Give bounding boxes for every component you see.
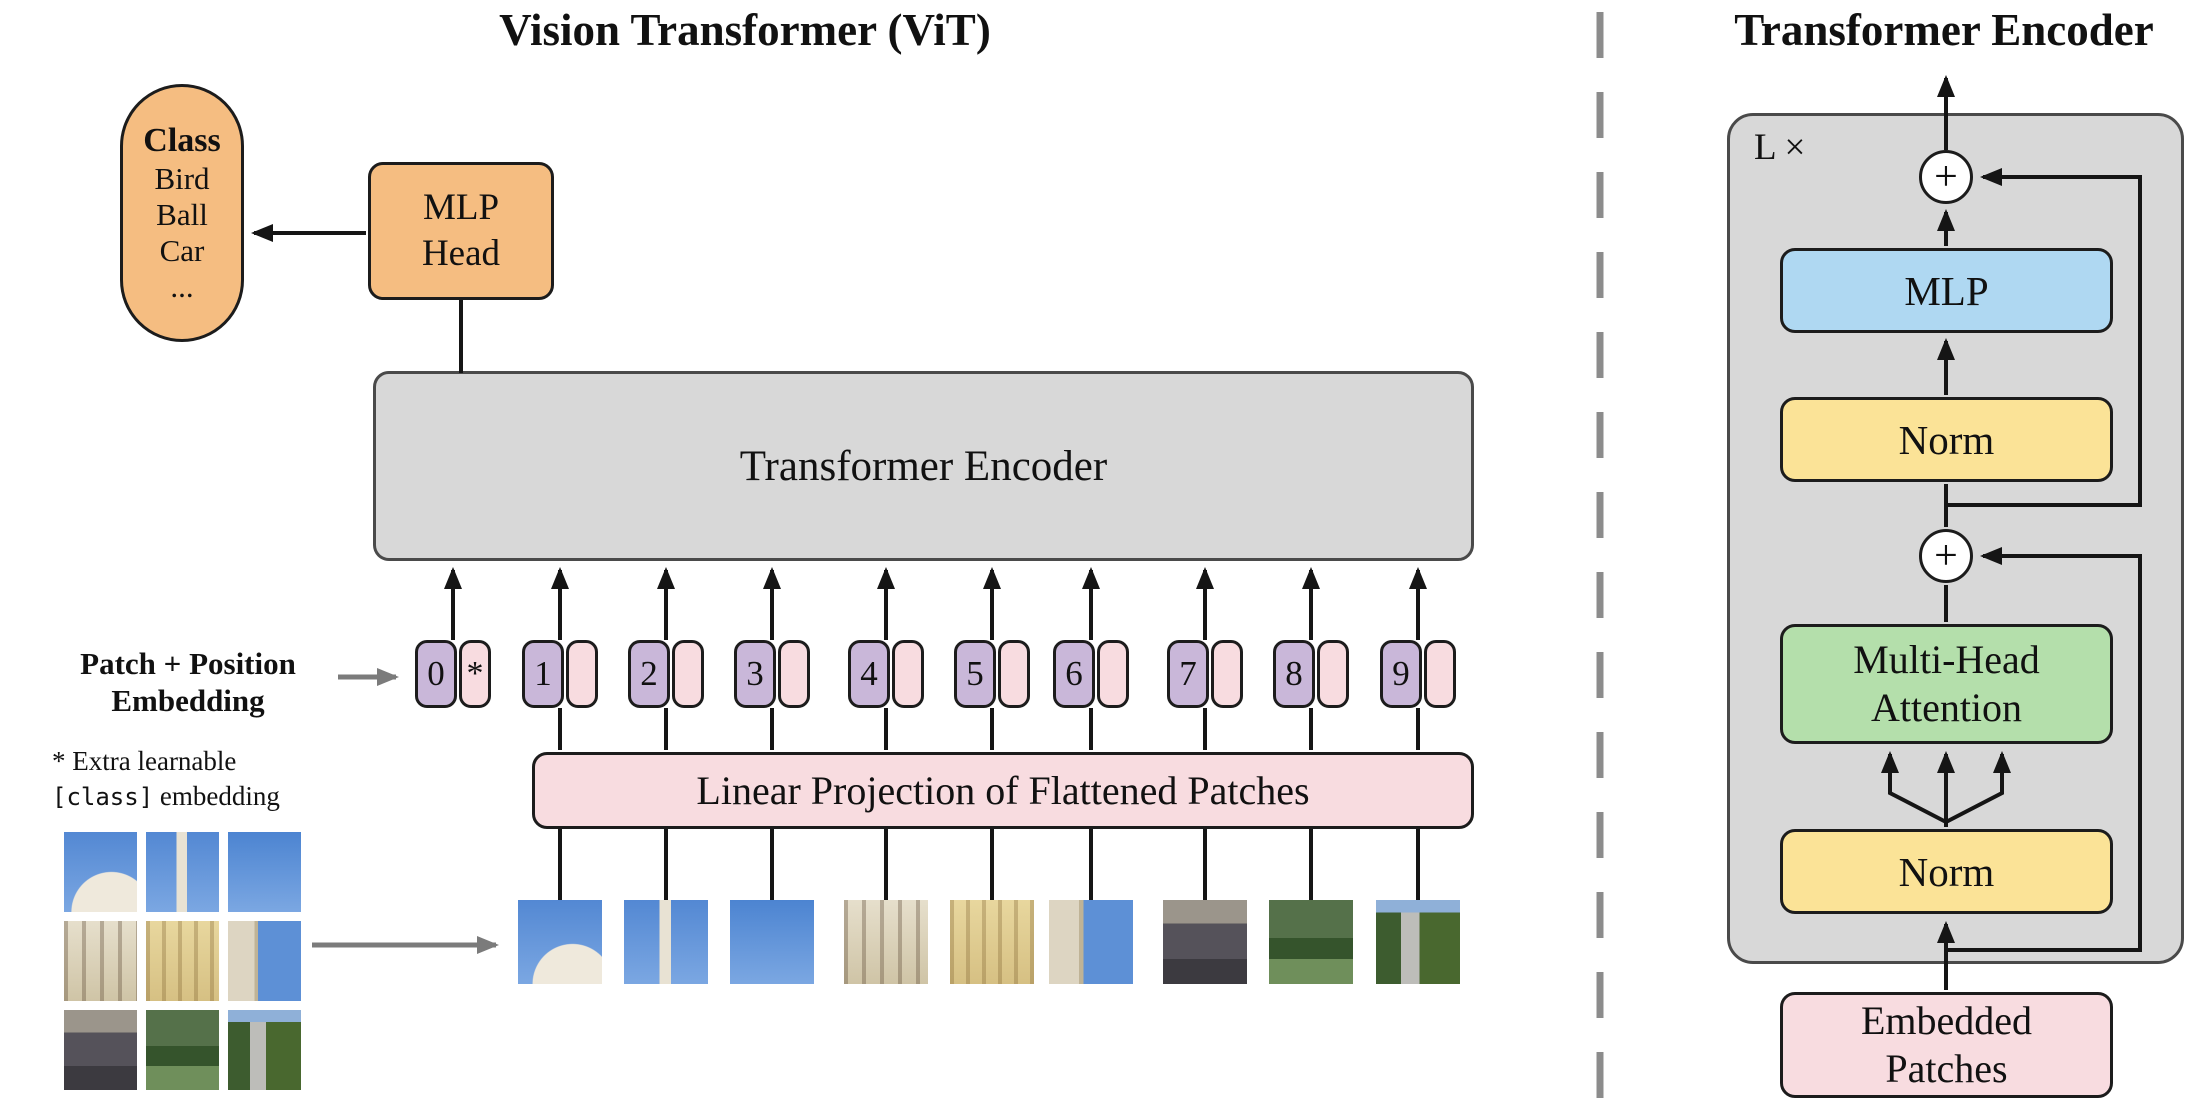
token-9-embedding bbox=[1424, 640, 1456, 708]
source-image-grid bbox=[64, 832, 301, 1090]
linear-projection-box: Linear Projection of Flattened Patches bbox=[532, 752, 1474, 829]
token-4: 4 bbox=[848, 640, 924, 708]
token-4-embedding bbox=[892, 640, 924, 708]
class-item-ball: Ball bbox=[156, 196, 208, 232]
token-0-embedding: * bbox=[459, 640, 491, 708]
mha-line-1: Multi-Head bbox=[1853, 637, 2040, 682]
token-5-index: 5 bbox=[954, 640, 996, 708]
multi-head-attention-box: Multi-Head Attention bbox=[1780, 624, 2113, 744]
norm-top-box: Norm bbox=[1780, 397, 2113, 482]
token-9-index: 9 bbox=[1380, 640, 1422, 708]
token-3: 3 bbox=[734, 640, 810, 708]
note-line-1: * Extra learnable bbox=[52, 746, 237, 776]
grid-patch-1 bbox=[64, 832, 137, 912]
token-3-index: 3 bbox=[734, 640, 776, 708]
token-6-embedding bbox=[1097, 640, 1129, 708]
token-0-index: 0 bbox=[415, 640, 457, 708]
token-2: 2 bbox=[628, 640, 704, 708]
image-patch-7 bbox=[1163, 900, 1247, 984]
class-item-bird: Bird bbox=[154, 160, 210, 196]
token-8: 8 bbox=[1273, 640, 1349, 708]
class-item-ellipsis: ... bbox=[170, 268, 194, 304]
class-item-car: Car bbox=[159, 232, 205, 268]
note-rest: embedding bbox=[153, 781, 280, 812]
norm-bottom-label: Norm bbox=[1898, 848, 1995, 895]
image-patch-9 bbox=[1376, 900, 1460, 984]
image-patch-5 bbox=[950, 900, 1034, 984]
embedded-patches-line-2: Patches bbox=[1885, 1046, 2008, 1091]
grid-patch-9 bbox=[228, 1010, 301, 1090]
grid-patch-5 bbox=[146, 921, 219, 1001]
token-1-index: 1 bbox=[522, 640, 564, 708]
mlp-head-line-1: MLP bbox=[422, 186, 500, 228]
layer-repeat-label: L × bbox=[1754, 127, 1806, 168]
class-heading: Class bbox=[143, 122, 221, 160]
image-patch-1 bbox=[518, 900, 602, 984]
embedded-patches-box: Embedded Patches bbox=[1780, 992, 2113, 1098]
plus-sign-mid: + bbox=[1934, 533, 1958, 579]
residual-add-mid: + bbox=[1919, 529, 1973, 583]
transformer-encoder-box: Transformer Encoder bbox=[373, 371, 1474, 561]
token-2-embedding bbox=[672, 640, 704, 708]
token-7-index: 7 bbox=[1167, 640, 1209, 708]
token-8-index: 8 bbox=[1273, 640, 1315, 708]
token-6: 6 bbox=[1053, 640, 1129, 708]
image-patch-3 bbox=[730, 900, 814, 984]
mlp-head-box: MLP Head bbox=[368, 162, 554, 300]
ppe-line-1: Patch + Position bbox=[80, 646, 296, 681]
token-0: 0 * bbox=[415, 640, 491, 708]
mlp-label: MLP bbox=[1904, 267, 1989, 314]
image-patch-6 bbox=[1049, 900, 1133, 984]
left-diagram-title: Vision Transformer (ViT) bbox=[499, 5, 991, 55]
token-5-embedding bbox=[998, 640, 1030, 708]
token-8-embedding bbox=[1317, 640, 1349, 708]
note-line-2: [class] embedding bbox=[52, 779, 280, 814]
mlp-head-line-2: Head bbox=[421, 233, 501, 274]
image-patch-2 bbox=[624, 900, 708, 984]
grid-patch-4 bbox=[64, 921, 137, 1001]
token-4-index: 4 bbox=[848, 640, 890, 708]
residual-add-top: + bbox=[1919, 150, 1973, 204]
token-1-embedding bbox=[566, 640, 598, 708]
token-7-embedding bbox=[1211, 640, 1243, 708]
token-2-index: 2 bbox=[628, 640, 670, 708]
token-6-index: 6 bbox=[1053, 640, 1095, 708]
right-diagram-title: Transformer Encoder bbox=[1734, 5, 2154, 55]
mlp-box: MLP bbox=[1780, 248, 2113, 333]
patch-position-embedding-label: Patch + Position Embedding bbox=[40, 646, 336, 719]
token-3-embedding bbox=[778, 640, 810, 708]
transformer-encoder-label: Transformer Encoder bbox=[739, 442, 1108, 490]
class-output-block: Class Bird Ball Car ... bbox=[120, 84, 244, 342]
norm-top-label: Norm bbox=[1898, 416, 1995, 463]
grid-patch-7 bbox=[64, 1010, 137, 1090]
class-embedding-note: * Extra learnable [class] embedding bbox=[52, 744, 280, 814]
token-7: 7 bbox=[1167, 640, 1243, 708]
token-9: 9 bbox=[1380, 640, 1456, 708]
mha-line-2: Attention bbox=[1870, 685, 2023, 730]
grid-patch-2 bbox=[146, 832, 219, 912]
grid-patch-6 bbox=[228, 921, 301, 1001]
linear-projection-label: Linear Projection of Flattened Patches bbox=[696, 768, 1310, 813]
note-code-class: [class] bbox=[52, 783, 154, 812]
plus-sign-top: + bbox=[1934, 154, 1958, 200]
token-1: 1 bbox=[522, 640, 598, 708]
grid-patch-8 bbox=[146, 1010, 219, 1090]
token-5: 5 bbox=[954, 640, 1030, 708]
image-patch-4 bbox=[844, 900, 928, 984]
ppe-line-2: Embedding bbox=[111, 682, 265, 718]
grid-patch-3 bbox=[228, 832, 301, 912]
image-patch-8 bbox=[1269, 900, 1353, 984]
embedded-patches-line-1: Embedded bbox=[1860, 998, 2033, 1043]
norm-bottom-box: Norm bbox=[1780, 829, 2113, 914]
